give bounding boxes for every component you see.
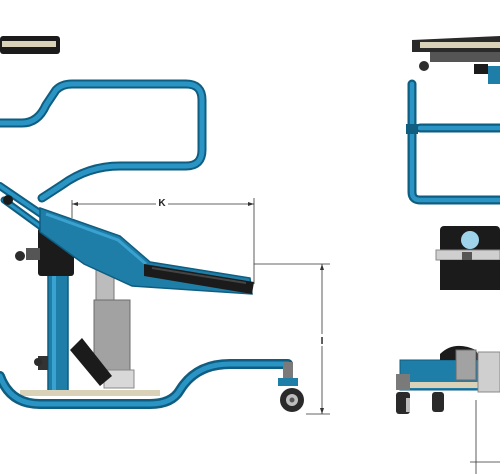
- front-dimension-line: [470, 400, 500, 474]
- dimension-i: I: [254, 263, 330, 415]
- dimension-k: K: [71, 196, 255, 284]
- base-frame: [0, 359, 293, 409]
- side-view: K I: [0, 36, 330, 415]
- seat-pad: [144, 264, 254, 294]
- tray-top-left: [0, 36, 60, 54]
- front-handle-frame: [406, 79, 500, 205]
- front-tray: [412, 36, 500, 84]
- front-view: [396, 36, 500, 474]
- dimension-k-label: K: [158, 198, 166, 209]
- foot-pad: [70, 338, 112, 386]
- handle-frame: [0, 79, 207, 203]
- dimension-i-label: I: [321, 336, 324, 347]
- front-clamp: [435, 226, 500, 290]
- castor-wheel: [278, 362, 304, 412]
- front-base: [396, 345, 500, 414]
